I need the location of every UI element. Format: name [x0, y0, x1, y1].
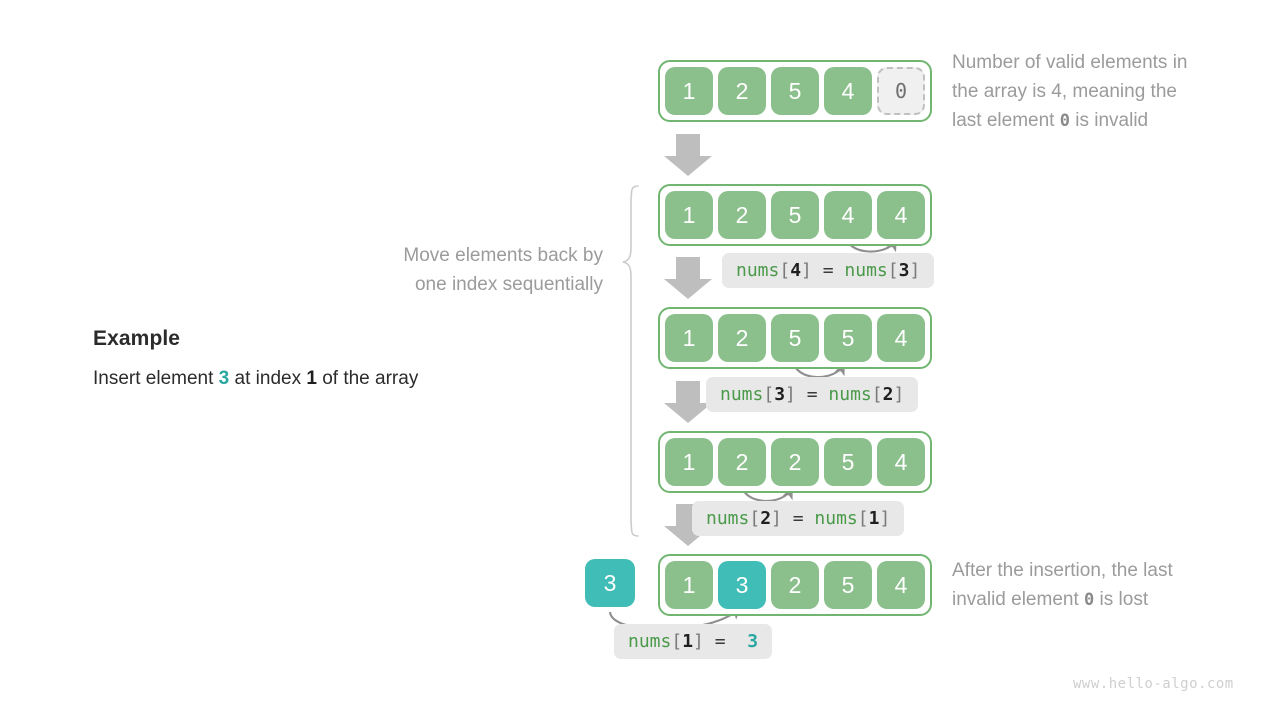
code-bracket-open: [	[871, 384, 883, 405]
note-move-line-1: Move elements back by	[403, 245, 603, 266]
example-desc-prefix: Insert element	[93, 368, 219, 389]
note-line-3-suffix: is invalid	[1069, 110, 1149, 131]
detached-insert-element[interactable]: 3	[585, 559, 635, 607]
note-valid-elements: Number of valid elements in the array is…	[952, 48, 1262, 136]
code-bracket-close: ]	[879, 508, 891, 529]
code-label-assign-3: nums[3] = nums[2]	[706, 377, 919, 412]
code-bracket-open: [	[671, 631, 683, 652]
code-var-name: nums	[628, 631, 672, 652]
code-rhs-name: nums	[814, 508, 858, 529]
code-bracket-open: [	[857, 508, 869, 529]
code-operator: =	[822, 260, 834, 281]
group-brace	[622, 185, 639, 537]
note-after-line-2-code: 0	[1084, 590, 1095, 610]
example-heading: Example	[93, 327, 181, 350]
array-cell[interactable]: 5	[771, 314, 819, 362]
code-index: 2	[760, 508, 772, 529]
array-cell[interactable]: 4	[824, 191, 872, 239]
array-row-shift-4: 1 2 5 4 4	[658, 184, 932, 246]
array-cell[interactable]: 4	[877, 561, 925, 609]
note-move-elements: Move elements back by one index sequenti…	[318, 241, 603, 299]
code-label-assign-4: nums[4] = nums[3]	[722, 253, 935, 288]
code-rhs-name: nums	[844, 260, 888, 281]
down-arrow-3	[664, 381, 712, 423]
array-cell[interactable]: 2	[718, 438, 766, 486]
array-row-final: 1 3 2 5 4	[658, 554, 932, 616]
code-bracket-close: ]	[801, 260, 812, 281]
code-rhs-name: nums	[828, 384, 872, 405]
array-cell-inserted[interactable]: 3	[718, 561, 766, 609]
code-bracket-close: ]	[771, 508, 782, 529]
array-cell[interactable]: 4	[877, 314, 925, 362]
example-desc-index: 1	[306, 368, 317, 389]
code-bracket-open: [	[749, 508, 761, 529]
array-cell[interactable]: 2	[771, 561, 819, 609]
array-row-shift-3: 1 2 5 5 4	[658, 307, 932, 369]
code-bracket-open: [	[779, 260, 791, 281]
down-arrow-2	[664, 257, 712, 299]
note-after-line-2-prefix: invalid element	[952, 589, 1085, 610]
note-line-2: the array is 4, meaning the	[952, 81, 1177, 102]
array-cell[interactable]: 5	[771, 191, 819, 239]
array-cell[interactable]: 4	[877, 438, 925, 486]
example-desc-mid: at index	[229, 368, 307, 389]
code-bracket-open: [	[763, 384, 775, 405]
code-index: 3	[774, 384, 786, 405]
array-cell[interactable]: 2	[771, 438, 819, 486]
code-label-assign-2: nums[2] = nums[1]	[692, 501, 905, 536]
code-rhs-value: 3	[747, 631, 759, 652]
array-cell[interactable]: 2	[718, 314, 766, 362]
array-cell[interactable]: 1	[665, 438, 713, 486]
code-index: 4	[790, 260, 802, 281]
array-row-shift-2: 1 2 2 5 4	[658, 431, 932, 493]
array-cell[interactable]: 5	[771, 67, 819, 115]
site-watermark: www.hello-algo.com	[1073, 676, 1234, 692]
array-cell[interactable]: 1	[665, 67, 713, 115]
note-line-1: Number of valid elements in	[952, 52, 1188, 73]
note-move-line-2: one index sequentially	[414, 274, 603, 295]
note-line-3-code: 0	[1059, 111, 1070, 131]
code-bracket-close: ]	[693, 631, 704, 652]
code-rhs-index: 1	[868, 508, 880, 529]
code-var-name: nums	[736, 260, 780, 281]
code-bracket-close: ]	[893, 384, 905, 405]
array-cell[interactable]: 2	[718, 67, 766, 115]
code-operator: =	[792, 508, 804, 529]
example-desc-value: 3	[218, 368, 230, 389]
down-arrow-1	[664, 134, 712, 176]
code-var-name: nums	[720, 384, 764, 405]
note-after-insertion: After the insertion, the last invalid el…	[952, 556, 1262, 615]
array-cell[interactable]: 2	[718, 191, 766, 239]
note-after-line-1: After the insertion, the last	[952, 560, 1173, 581]
code-operator: =	[806, 384, 818, 405]
array-cell[interactable]: 5	[824, 438, 872, 486]
note-after-line-2-suffix: is lost	[1094, 589, 1149, 610]
code-var-name: nums	[706, 508, 750, 529]
array-cell[interactable]: 1	[665, 191, 713, 239]
code-bracket-close: ]	[785, 384, 796, 405]
code-bracket-close: ]	[909, 260, 921, 281]
code-label-insert: nums[1] = 3	[614, 624, 773, 659]
code-operator: =	[714, 631, 726, 652]
array-cell[interactable]: 1	[665, 561, 713, 609]
example-description: Insert element 3 at index 1 of the array	[93, 368, 418, 390]
array-cell[interactable]: 1	[665, 314, 713, 362]
array-cell[interactable]: 5	[824, 314, 872, 362]
code-rhs-index: 2	[882, 384, 894, 405]
code-bracket-open: [	[887, 260, 899, 281]
note-line-3-prefix: last element	[952, 110, 1060, 131]
code-rhs-index: 3	[898, 260, 910, 281]
code-index: 1	[682, 631, 694, 652]
array-cell[interactable]: 5	[824, 561, 872, 609]
array-cell-invalid[interactable]: 0	[877, 67, 925, 115]
array-row-initial: 1 2 5 4 0	[658, 60, 932, 122]
array-cell[interactable]: 4	[824, 67, 872, 115]
array-cell[interactable]: 4	[877, 191, 925, 239]
example-desc-suffix: of the array	[316, 368, 419, 389]
